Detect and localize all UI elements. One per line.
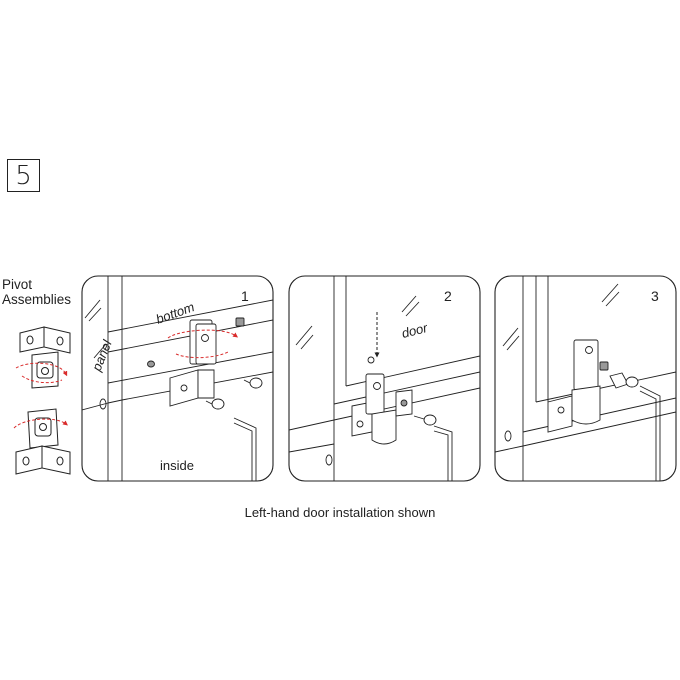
caption: Left-hand door installation shown — [244, 505, 436, 520]
pivot-assemblies-label: Pivot Assemblies — [2, 277, 71, 307]
label-inside: inside — [160, 458, 194, 473]
panel-3: 3 — [494, 275, 677, 482]
step-number: 5 — [15, 160, 32, 191]
panel-1-number: 1 — [241, 288, 249, 304]
pivot-label-line1: Pivot — [2, 277, 33, 292]
rotation-arrow-top-back — [21, 375, 63, 384]
panel-2: 2 door — [288, 275, 481, 482]
step-number-box: 5 — [7, 159, 40, 192]
panel-1: 1 bottom panel inside — [81, 275, 274, 482]
label-door: door — [400, 320, 430, 341]
rotation-arrow-top — [15, 362, 68, 377]
panel-3-number: 3 — [651, 288, 659, 304]
pivot-assembly-bottom — [15, 408, 71, 475]
panel-1-rotation-arrow-back — [175, 351, 229, 359]
pivot-label-line2: Assemblies — [2, 292, 72, 307]
pivot-assembly-top — [19, 326, 71, 389]
rotation-arrow-bottom — [13, 418, 68, 429]
panel-2-number: 2 — [444, 288, 452, 304]
